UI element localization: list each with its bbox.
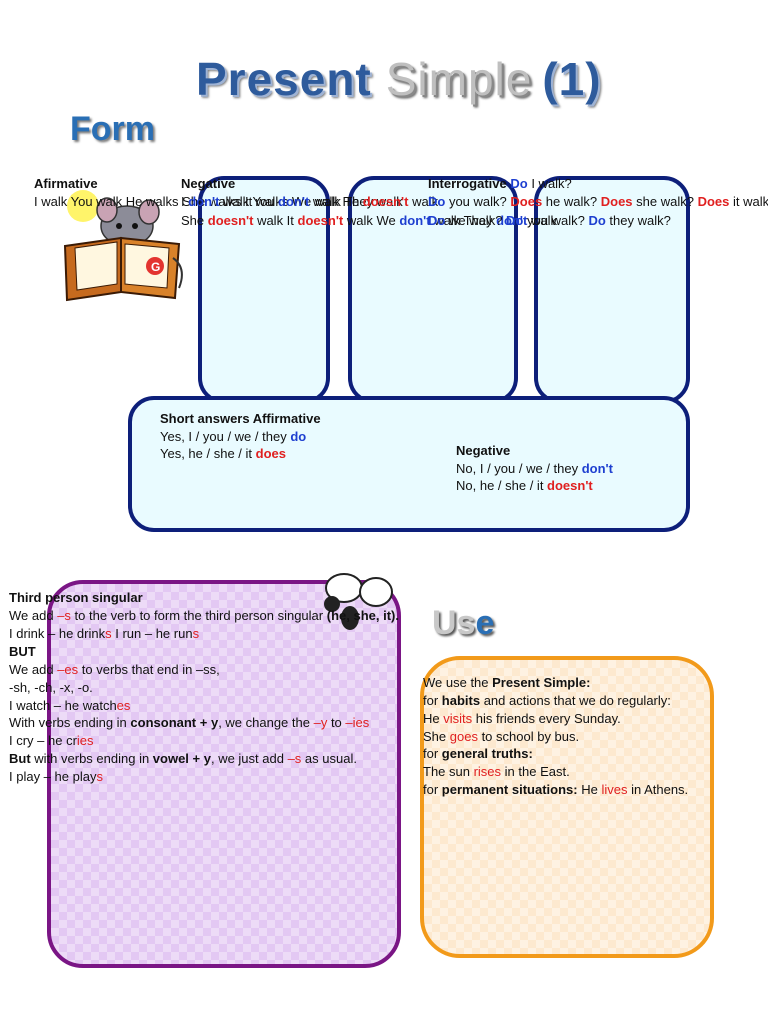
interrogative-box <box>534 176 690 404</box>
affirmative-row1: I walk You walk He walks She walks It wa… <box>34 194 403 209</box>
tp-line2: I drink – he drinks I run – he runs <box>9 626 200 641</box>
use-line1: We use the Present Simple: <box>423 675 591 690</box>
third-person-box <box>47 580 401 968</box>
short-answer-neg2: No, he / she / it doesn't <box>456 478 593 493</box>
negative-row2: She doesn't walk It doesn't walk We don'… <box>181 213 557 228</box>
short-answers-negative-label: Negative <box>456 443 511 458</box>
title-simple: Simple <box>385 53 533 105</box>
tp-line6: I watch – he watches <box>9 698 131 713</box>
tp-line5: -sh, -ch, -x, -o. <box>9 680 93 695</box>
affirmative-label: Afirmative <box>34 176 98 191</box>
use-heading: Use <box>432 604 495 642</box>
tp-line9: But with verbs ending in vowel + y, we j… <box>9 751 357 766</box>
tp-line4: We add –es to verbs that end in –ss, <box>9 662 220 677</box>
form-heading: Form <box>70 110 155 148</box>
middle-box <box>348 176 518 404</box>
use-box <box>420 656 714 958</box>
title-present: Present <box>196 53 372 105</box>
interrogative-row1: Interrogative Do I walk? <box>428 176 572 191</box>
short-answer-neg1: No, I / you / we / they don't <box>456 461 613 476</box>
use-line3: He visits his friends every Sunday. <box>423 711 621 726</box>
tp-line1: We add –s to the verb to form the third … <box>9 608 399 623</box>
short-answer-aff2: Yes, he / she / it does <box>160 446 286 461</box>
tp-line8: I cry – he cries <box>9 733 94 748</box>
use-line2: for habits and actions that we do regula… <box>423 693 671 708</box>
interrogative-row2: Do you walk? Does he walk? Does she walk… <box>428 194 768 209</box>
negative-box <box>198 176 330 404</box>
short-answers-box <box>128 396 690 532</box>
interrogative-row3: Do we walk? Do you walk? Do they walk? <box>428 213 671 228</box>
negative-row1: I don't walk You don't walk He doesn't w… <box>181 194 439 209</box>
use-line6: The sun rises in the East. <box>423 764 570 779</box>
svg-text:G: G <box>151 260 160 274</box>
use-line5: for general truths: <box>423 746 533 761</box>
title-number: (1) <box>542 53 602 105</box>
short-answer-aff1: Yes, I / you / we / they do <box>160 429 307 444</box>
use-line4: She goes to school by bus. <box>423 729 580 744</box>
use-line7: for permanent situations: He lives in At… <box>423 782 689 797</box>
third-person-heading: Third person singular <box>9 590 143 605</box>
tp-line10: I play – he plays <box>9 769 103 784</box>
mouse-reading-book-icon: G <box>55 188 187 311</box>
cartoon-eyes-icon <box>314 566 400 641</box>
tp-line3: BUT <box>9 644 36 659</box>
tp-line7: With verbs ending in consonant + y, we c… <box>9 715 370 730</box>
negative-label: Negative <box>181 176 236 191</box>
short-answers-affirmative-label: Short answers Affirmative <box>160 411 321 426</box>
